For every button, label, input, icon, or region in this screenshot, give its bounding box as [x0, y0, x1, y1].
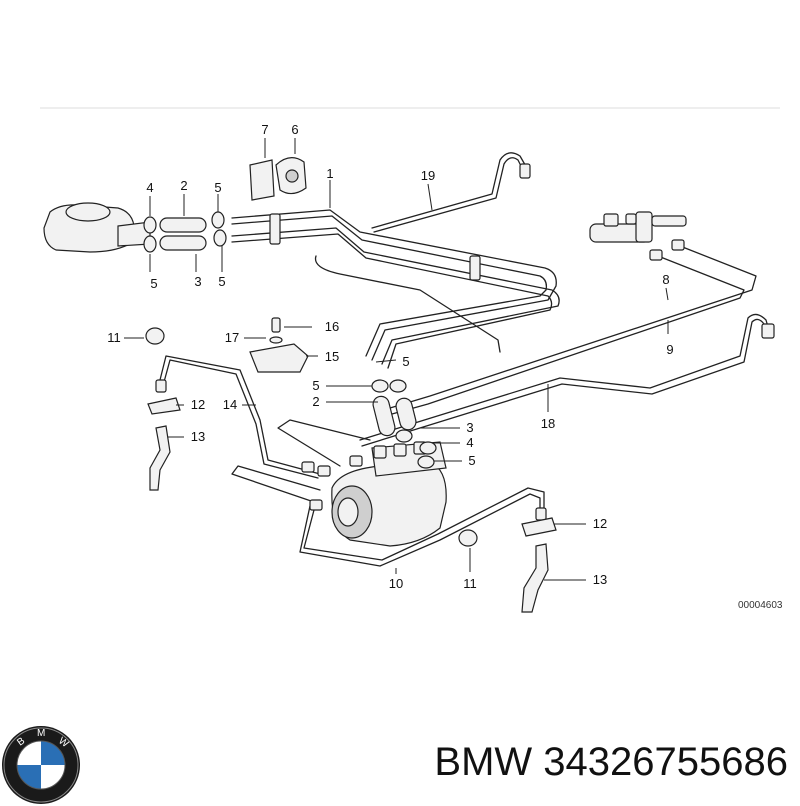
callout-12a: 12	[191, 397, 205, 412]
callout-12b: 12	[593, 516, 607, 531]
callout-11b: 11	[463, 576, 477, 591]
pipe-10-fitting	[535, 507, 547, 521]
callout-4a: 4	[146, 180, 153, 195]
callout-8: 8	[662, 272, 669, 287]
ring-part-11b	[458, 529, 478, 547]
pipe-8	[389, 245, 757, 409]
callout-16: 16	[325, 319, 339, 334]
logo-letter-m: M	[37, 728, 45, 739]
pipe-14-fitting	[155, 379, 167, 393]
pipe-18-fitting	[761, 323, 775, 339]
callout-4b: 4	[466, 435, 473, 450]
pipe-14	[159, 355, 321, 475]
tube-seal-middle	[371, 379, 437, 469]
seal-group-left	[143, 211, 227, 253]
pipe-lower-b	[231, 465, 321, 503]
pipe-19-inner	[373, 157, 525, 233]
bmw-logo-icon: B M W	[2, 726, 80, 804]
callout-17: 17	[225, 330, 239, 345]
callout-5a: 5	[214, 180, 221, 195]
callout-13b: 13	[593, 572, 607, 587]
reservoir-part	[43, 202, 151, 253]
callout-19: 19	[421, 168, 435, 183]
pipe-19	[371, 152, 529, 229]
pipe-18-inner	[361, 318, 767, 447]
callout-14: 14	[223, 397, 237, 412]
bracket-12a	[147, 397, 181, 415]
ring-part-11a	[145, 327, 165, 345]
hose-13b	[521, 543, 549, 613]
callout-5b: 5	[150, 276, 157, 291]
pipe-14-inner	[163, 359, 319, 479]
callout-10: 10	[389, 576, 403, 591]
callout-labels: 7 6 1 19 4 2 5 5 3 5 8 9 11 17 16 15 5 5…	[107, 122, 673, 591]
pipe-8-fitting	[671, 239, 685, 251]
callout-18: 18	[541, 416, 555, 431]
fittings-lower	[301, 455, 363, 511]
pipe-lower-a	[277, 419, 371, 467]
brand-row: B M W BMW 34326755686	[0, 720, 800, 804]
pipe-18	[359, 313, 771, 441]
pipe-10	[299, 493, 541, 567]
callout-5e: 5	[312, 378, 319, 393]
callout-2b: 2	[312, 394, 319, 409]
callout-3a: 3	[194, 274, 201, 289]
pipe-19-fitting	[519, 163, 531, 179]
part-number-text: BMW 34326755686	[434, 740, 788, 784]
hose-13a	[149, 425, 171, 491]
callout-2a: 2	[180, 178, 187, 193]
diagram-reference-code: 00004603	[738, 600, 783, 611]
pipe-9	[391, 255, 745, 415]
leader-lines	[124, 138, 669, 581]
callout-5c: 5	[218, 274, 225, 289]
bracket-12b	[521, 517, 557, 537]
callout-1: 1	[326, 166, 333, 181]
callout-15: 15	[325, 349, 339, 364]
callout-6: 6	[291, 122, 298, 137]
pipe-9-fitting	[649, 249, 663, 261]
callout-13a: 13	[191, 429, 205, 444]
main-double-pipe	[231, 209, 560, 369]
master-cylinder-part	[589, 211, 687, 243]
bracket-part-15-17	[249, 317, 309, 373]
callout-3b: 3	[466, 420, 473, 435]
callout-5d: 5	[402, 354, 409, 369]
callout-9: 9	[666, 342, 673, 357]
callout-11a: 11	[107, 330, 121, 345]
bracket-part-6-7	[249, 157, 307, 201]
callout-7: 7	[261, 122, 268, 137]
callout-5f: 5	[468, 453, 475, 468]
pipe-10-inner	[303, 487, 545, 561]
